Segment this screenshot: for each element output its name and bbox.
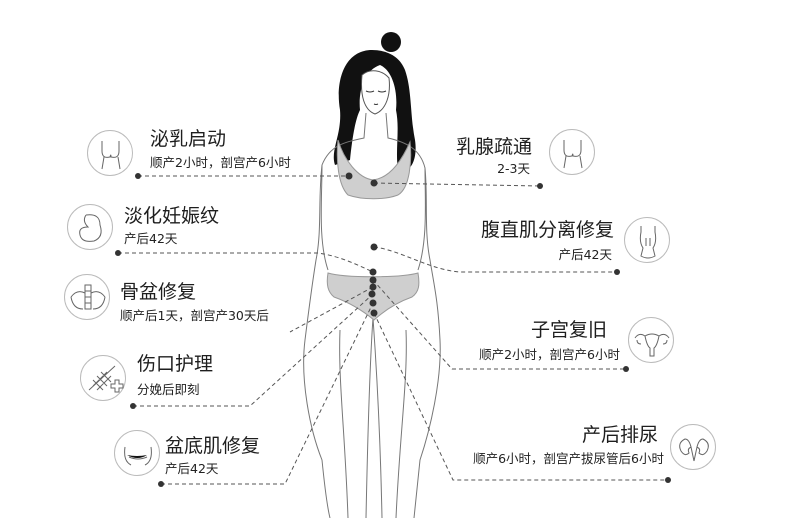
- breast-icon: [549, 129, 595, 175]
- breast-duct-title: 乳腺疏通: [455, 136, 532, 158]
- belly-icon: [67, 204, 113, 250]
- uterus-icon: [628, 317, 674, 363]
- urination-subtitle: 顺产6小时，剖宫产拔尿管后6小时: [473, 451, 664, 466]
- pelvic-floor-subtitle: 产后42天: [165, 461, 219, 476]
- diastasis-title: 腹直肌分离修复: [480, 219, 614, 241]
- stretch-marks-subtitle: 产后42天: [124, 231, 178, 246]
- wound-subtitle: 分娩后即刻: [137, 382, 200, 397]
- urination-title: 产后排尿: [581, 424, 658, 446]
- wound-title: 伤口护理: [137, 353, 214, 375]
- pelvis-title: 骨盆修复: [120, 281, 197, 303]
- stretch-marks-title: 淡化妊娠纹: [124, 205, 220, 227]
- diastasis-subtitle: 产后42天: [558, 247, 612, 262]
- kidney-icon: [670, 424, 716, 470]
- breast-duct-subtitle: 2-3天: [497, 161, 530, 176]
- uterus-title: 子宫复旧: [530, 319, 607, 341]
- hair-bun: [381, 32, 401, 52]
- hair: [333, 50, 416, 171]
- uterus-subtitle: 顺产2小时，剖宫产6小时: [479, 347, 620, 362]
- body-outline: [303, 112, 441, 518]
- pelvis-subtitle: 顺产后1天，剖宫产30天后: [120, 308, 269, 323]
- connector-lines: [118, 175, 668, 485]
- pelvic-floor-title: 盆底肌修复: [165, 435, 261, 457]
- bra: [336, 139, 412, 200]
- connector-dots: [115, 172, 671, 487]
- pelvic-floor-icon: [114, 430, 160, 476]
- pelvis-icon: [64, 274, 110, 320]
- lactation-title: 泌乳启动: [150, 128, 227, 150]
- lactation-subtitle: 顺产2小时，剖宫产6小时: [150, 155, 291, 170]
- face: [361, 70, 390, 115]
- torso-icon: [624, 217, 670, 263]
- wound-suture-icon: [80, 355, 126, 401]
- breast-icon: [87, 130, 133, 176]
